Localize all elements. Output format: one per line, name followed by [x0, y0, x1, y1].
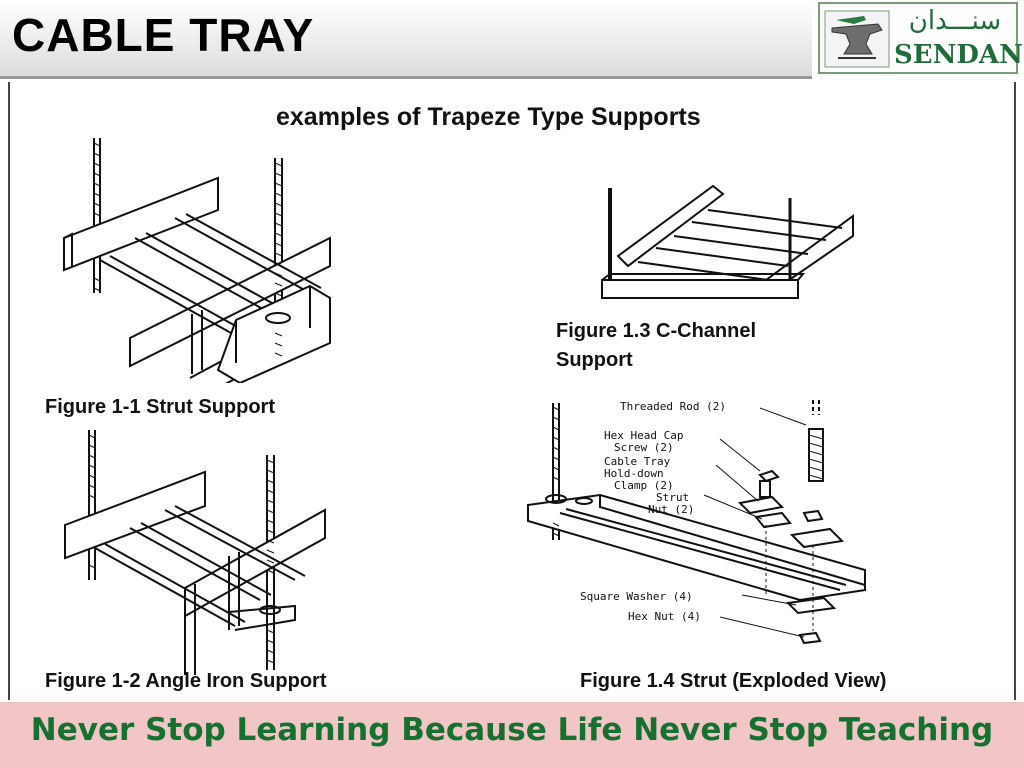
anvil-icon: [824, 10, 890, 68]
figure-1-2-caption: Figure 1-2 Angle Iron Support: [45, 670, 327, 692]
footer-slogan: Never Stop Learning Because Life Never S…: [30, 712, 994, 748]
label-hex-nut: Hex Nut (4): [628, 610, 701, 623]
figure-1-2-illustration: [64, 430, 326, 675]
figure-1-3-caption-line2: Support: [556, 349, 633, 371]
slide-title: CABLE TRAY: [12, 9, 315, 61]
content-frame: [8, 82, 1016, 700]
footer-banner: Never Stop Learning Because Life Never S…: [0, 702, 1024, 768]
label-threaded-rod: Threaded Rod (2): [620, 400, 726, 413]
label-hold-down-clamp-3: Clamp (2): [614, 479, 674, 492]
figure-1-4-caption: Figure 1.4 Strut (Exploded View): [580, 670, 887, 692]
label-strut-nut-2: Nut (2): [648, 503, 694, 516]
sendan-logo: سنـــدان SENDAN: [818, 2, 1023, 74]
figure-1-3-caption-line1: Figure 1.3 C-Channel: [556, 320, 757, 342]
title-band: CABLE TRAY: [0, 0, 812, 79]
logo-arabic-text: سنـــدان: [908, 6, 1002, 36]
figure-1-1-caption: Figure 1-1 Strut Support: [45, 396, 275, 418]
label-hex-head-cap-2: Screw (2): [614, 441, 674, 454]
label-hex-head-cap-1: Hex Head Cap: [604, 429, 683, 442]
figure-1-3-caption: Figure 1.3 C-Channel Support: [556, 317, 756, 375]
label-square-washer: Square Washer (4): [580, 590, 693, 603]
label-hold-down-clamp-1: Cable Tray: [604, 455, 671, 468]
logo-latin-text: SENDAN: [894, 40, 1023, 70]
figure-1-3-illustration: [601, 184, 854, 299]
slide-subtitle: examples of Trapeze Type Supports: [276, 103, 701, 131]
label-hold-down-clamp-2: Hold-down: [604, 467, 664, 480]
figure-1-1-illustration: [63, 138, 331, 383]
label-strut-nut-1: Strut: [656, 491, 689, 504]
slide-header: CABLE TRAY سنـــدان SENDAN: [0, 0, 1024, 79]
figure-1-4-illustration: Threaded Rod (2) Hex Head Cap Screw (2) …: [527, 400, 866, 645]
